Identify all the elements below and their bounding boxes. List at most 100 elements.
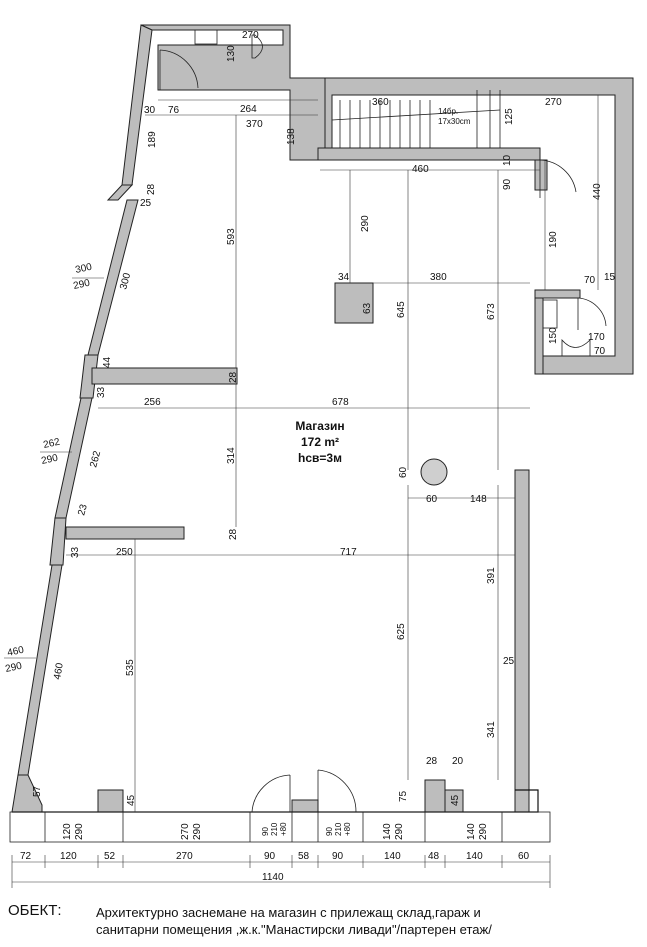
dim-label: 120	[62, 823, 73, 840]
dim-label: 210	[270, 822, 279, 836]
dim-label: 130	[226, 45, 237, 62]
wc2-sink-icon	[542, 299, 558, 329]
dimension-lines	[4, 95, 599, 888]
room-height: hсв=3м	[298, 451, 342, 465]
dim-label: 300	[74, 262, 93, 276]
left-wall-seg	[106, 184, 134, 201]
dim-label: 1140	[262, 872, 284, 883]
storage-wall	[324, 77, 634, 375]
dim-label: 256	[144, 397, 161, 408]
dim-label: 90	[502, 178, 513, 190]
floor-plan: Магазин 172 m² hсв=3м 14бр. 17х30cm 270 …	[4, 24, 634, 888]
dim-label: 63	[362, 302, 373, 314]
dim-label: 23	[76, 503, 90, 517]
pier-b3	[424, 779, 446, 813]
dim-label: 57	[32, 785, 43, 797]
partition-1	[91, 367, 238, 385]
wc2-door-icon	[577, 297, 607, 330]
dim-label: 20	[452, 756, 464, 767]
caption-line-2: санитарни помещения ,ж.к."Манастирски ли…	[96, 922, 492, 937]
dim-label: 314	[226, 447, 237, 464]
storage-door-icon	[539, 159, 577, 198]
dim-label: 290	[40, 453, 59, 467]
dim-label: 72	[20, 851, 32, 862]
dim-label: 60	[518, 851, 530, 862]
room-area: 172 m²	[301, 435, 339, 449]
dim-label: 593	[226, 228, 237, 245]
wc-sink-icon	[194, 29, 218, 45]
dim-label: +80	[343, 822, 352, 836]
dim-label: 140	[382, 823, 393, 840]
dim-label: 90	[264, 851, 276, 862]
dim-label: 460	[52, 662, 66, 681]
dim-label: 535	[125, 659, 136, 676]
entrance-door-right-icon	[317, 769, 357, 813]
dim-label: 150	[548, 327, 559, 344]
dim-label: 380	[430, 272, 447, 283]
dim-label: 678	[332, 397, 349, 408]
outlines	[9, 29, 607, 843]
left-window-2	[54, 397, 93, 519]
dim-label: 360	[372, 97, 389, 108]
dim-label: 290	[360, 215, 371, 232]
sill-band	[9, 811, 551, 843]
dim-label: 645	[396, 301, 407, 318]
dim-label: 28	[228, 528, 239, 540]
dim-label: 290	[74, 823, 85, 840]
dim-label: 60	[398, 466, 409, 478]
dim-label: 30	[144, 105, 156, 116]
dim-label: 264	[240, 104, 257, 115]
dim-label: 33	[70, 546, 81, 558]
dim-label: 34	[338, 272, 350, 283]
dim-label: 45	[450, 794, 461, 806]
dim-label: 148	[470, 494, 487, 505]
dim-label: 717	[340, 547, 357, 558]
dim-label: 28	[146, 183, 157, 195]
dim-label: 52	[104, 851, 116, 862]
dim-label: 170	[588, 332, 605, 343]
dim-label: 90	[332, 851, 344, 862]
stair-size: 17х30cm	[438, 117, 471, 126]
dim-label: 290	[192, 823, 203, 840]
stair-steps: 14бр.	[438, 107, 458, 116]
dim-label: 140	[384, 851, 401, 862]
caption-text: Архитектурно заснемане на магазин с прил…	[96, 904, 636, 938]
dim-label: 75	[398, 790, 409, 802]
dim-label: 76	[168, 105, 180, 116]
dim-label: 140	[466, 851, 483, 862]
dim-label: 60	[426, 494, 438, 505]
dim-label: +80	[279, 822, 288, 836]
dim-label: 262	[42, 437, 61, 451]
dim-label: 300	[118, 271, 133, 290]
dim-label: 341	[486, 721, 497, 738]
dim-label: 270	[180, 823, 191, 840]
dim-label: 70	[594, 346, 606, 357]
caption-label: ОБЕКТ:	[8, 902, 62, 919]
dim-label: 250	[116, 547, 133, 558]
dimension-labels: 270 130 30 76 264 370 189 138 28 25 360 …	[4, 30, 615, 883]
dim-label: 210	[334, 822, 343, 836]
dim-label: 44	[102, 356, 113, 368]
dim-label: 90	[325, 827, 334, 836]
dim-label: 10	[502, 154, 513, 166]
dim-label: 290	[478, 823, 489, 840]
left-pier-2	[49, 517, 67, 566]
dim-label: 290	[72, 278, 91, 292]
dim-label: 625	[396, 623, 407, 640]
room-label: Магазин 172 m² hсв=3м	[295, 419, 344, 465]
wc-wall	[140, 24, 326, 161]
dim-label: 290	[4, 661, 23, 675]
dim-label: 25	[503, 656, 515, 667]
dim-label: 48	[428, 851, 440, 862]
dim-label: 70	[584, 275, 596, 286]
stair	[331, 90, 501, 148]
entrance-door-left-icon	[251, 774, 291, 813]
column	[420, 458, 448, 486]
walls	[11, 24, 634, 813]
dim-label: 270	[545, 97, 562, 108]
dim-label: 90	[261, 827, 270, 836]
dim-label: 15	[604, 272, 616, 283]
dim-label: 28	[228, 371, 239, 383]
wc2-wall	[534, 289, 581, 299]
dim-label: 140	[466, 823, 477, 840]
